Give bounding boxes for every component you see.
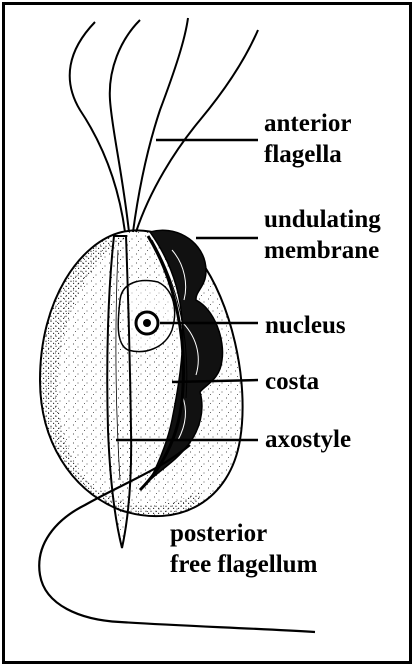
label-undulating-membrane: undulating membrane <box>264 204 381 266</box>
label-anterior-flagella: anterior flagella <box>264 108 351 170</box>
label-nucleus: nucleus <box>265 310 346 341</box>
nucleolus <box>143 319 151 327</box>
label-axostyle: axostyle <box>265 424 351 455</box>
anterior-flagellum-2 <box>110 20 140 232</box>
label-costa: costa <box>265 366 319 397</box>
label-posterior-free-flagellum: posterior free flagellum <box>170 518 317 580</box>
anterior-flagellum-3 <box>133 18 188 232</box>
anterior-flagellum-1 <box>70 22 125 232</box>
